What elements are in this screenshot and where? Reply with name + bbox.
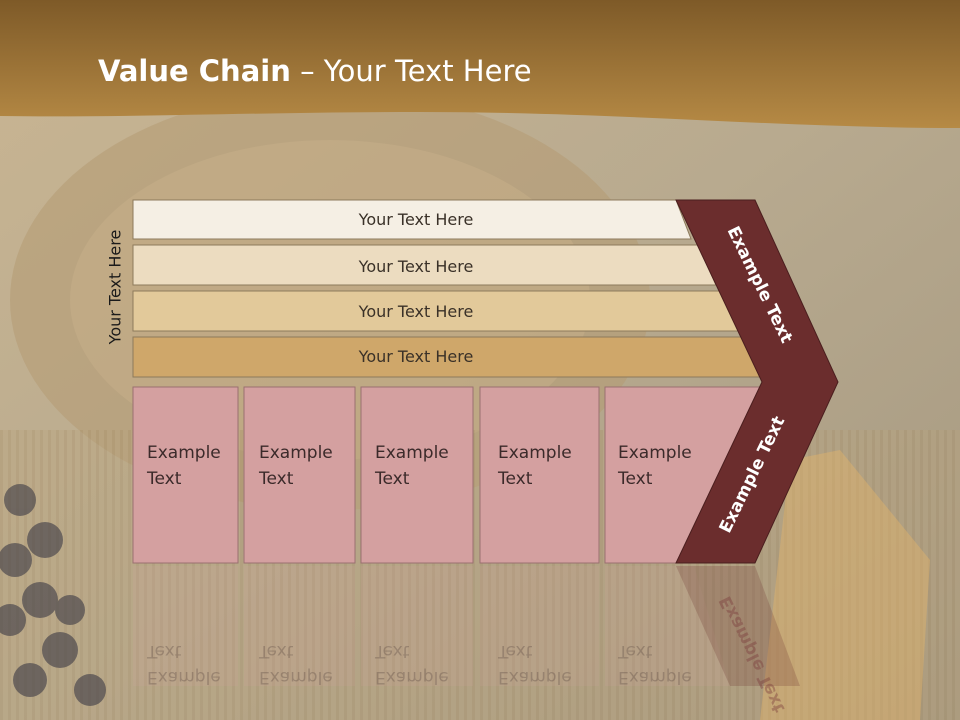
cell-2-line-2: Text [258,469,294,489]
cell-5-line-2: Text [617,469,653,489]
reflection-cell-3-b: Example [375,667,449,687]
reflection-cell-5-a: Text [617,641,653,661]
slide-title: Value Chain – Your Text Here [98,54,532,88]
cell-3 [360,386,474,564]
primary-cells: Example Text Example Text Example Text E… [132,386,763,564]
diagram-reflection [133,566,800,686]
cell-5-line-1: Example [618,443,692,463]
row-2-text: Your Text Here [358,257,474,276]
cell-3-line-2: Text [374,469,410,489]
reflection-cell-4-b: Example [498,667,572,687]
row-3-text: Your Text Here [358,302,474,321]
cell-3-line-1: Example [375,443,449,463]
cell-4 [479,386,600,564]
cell-1 [132,386,239,564]
title-rest: – Your Text Here [290,54,532,88]
reflection-cell-2-b: Example [259,667,333,687]
title-bold: Value Chain [98,54,291,88]
reflection-cell-2-a: Text [258,641,294,661]
row-1-text: Your Text Here [358,210,474,229]
cell-2 [243,386,356,564]
reflection-cell-3-a: Text [374,641,410,661]
reflection-cell-4-a: Text [497,641,533,661]
row-1 [132,199,692,240]
support-rows: Your Text Here Your Text Here Your Text … [132,199,763,378]
row-4-text: Your Text Here [358,347,474,366]
reflection-cell-5-b: Example [618,667,692,687]
reflection-cell-1-a: Text [146,641,182,661]
cell-1-line-1: Example [147,443,221,463]
cell-1-line-2: Text [146,469,182,489]
cell-2-line-1: Example [259,443,333,463]
reflection-cell-1-b: Example [147,667,221,687]
chevron-shape [675,199,839,564]
cell-4-line-2: Text [497,469,533,489]
cell-4-line-1: Example [498,443,572,463]
